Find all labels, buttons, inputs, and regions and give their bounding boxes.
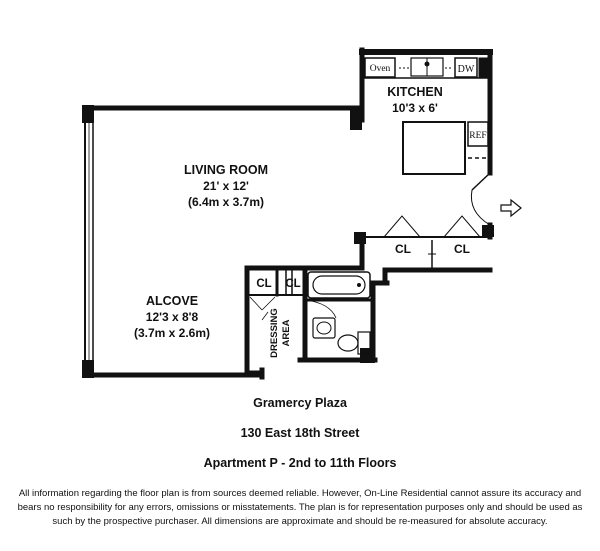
entry-arrow-icon xyxy=(500,198,522,218)
closet-doors xyxy=(249,215,481,321)
oven-label: Oven xyxy=(370,64,391,74)
living-room-label: LIVING ROOM xyxy=(184,163,268,177)
wall-columns xyxy=(82,105,494,378)
building-address: 130 East 18th Street xyxy=(240,426,360,440)
living-room-dims: 21' x 12' xyxy=(203,179,249,193)
kitchen-label: KITCHEN xyxy=(387,85,443,99)
dressing-label-line2: AREA xyxy=(281,319,292,346)
dishwasher xyxy=(454,57,478,78)
alcove-dims: 12'3 x 8'8 xyxy=(146,310,199,324)
bathroom-sink xyxy=(312,317,336,339)
entry-door xyxy=(470,172,522,226)
closet-label-dressing-right: CL xyxy=(285,278,300,290)
alcove-label: ALCOVE xyxy=(146,294,198,308)
apartment-floors: Apartment P - 2nd to 11th Floors xyxy=(203,456,397,470)
refrigerator-label: REF xyxy=(469,131,486,141)
dressing-label-line1: DRESSING xyxy=(269,308,280,358)
toilet-bowl xyxy=(337,334,359,352)
closet-label-dressing-left: CL xyxy=(256,278,271,290)
kitchen-island xyxy=(402,121,466,175)
kitchen-fixtures xyxy=(364,57,489,175)
floor-plan: KITCHEN 10'3 x 6' LIVING ROOM 21' x 12' … xyxy=(82,47,522,380)
building-name: Gramercy Plaza xyxy=(253,396,347,410)
bathtub xyxy=(307,271,371,299)
oven xyxy=(364,57,396,78)
living-room-metric: (6.4m x 3.7m) xyxy=(188,195,264,209)
refrigerator xyxy=(467,121,489,147)
alcove-metric: (3.7m x 2.6m) xyxy=(134,326,210,340)
kitchen-dims: 10'3 x 6' xyxy=(392,101,438,115)
disclaimer: All information regarding the floor plan… xyxy=(17,488,583,527)
dishwasher-label: DW xyxy=(458,64,475,75)
closet-label-kitchen-left: CL xyxy=(395,242,411,256)
closet-label-kitchen-right: CL xyxy=(454,242,470,256)
walls xyxy=(82,47,493,380)
bathroom-fixtures xyxy=(304,271,371,355)
